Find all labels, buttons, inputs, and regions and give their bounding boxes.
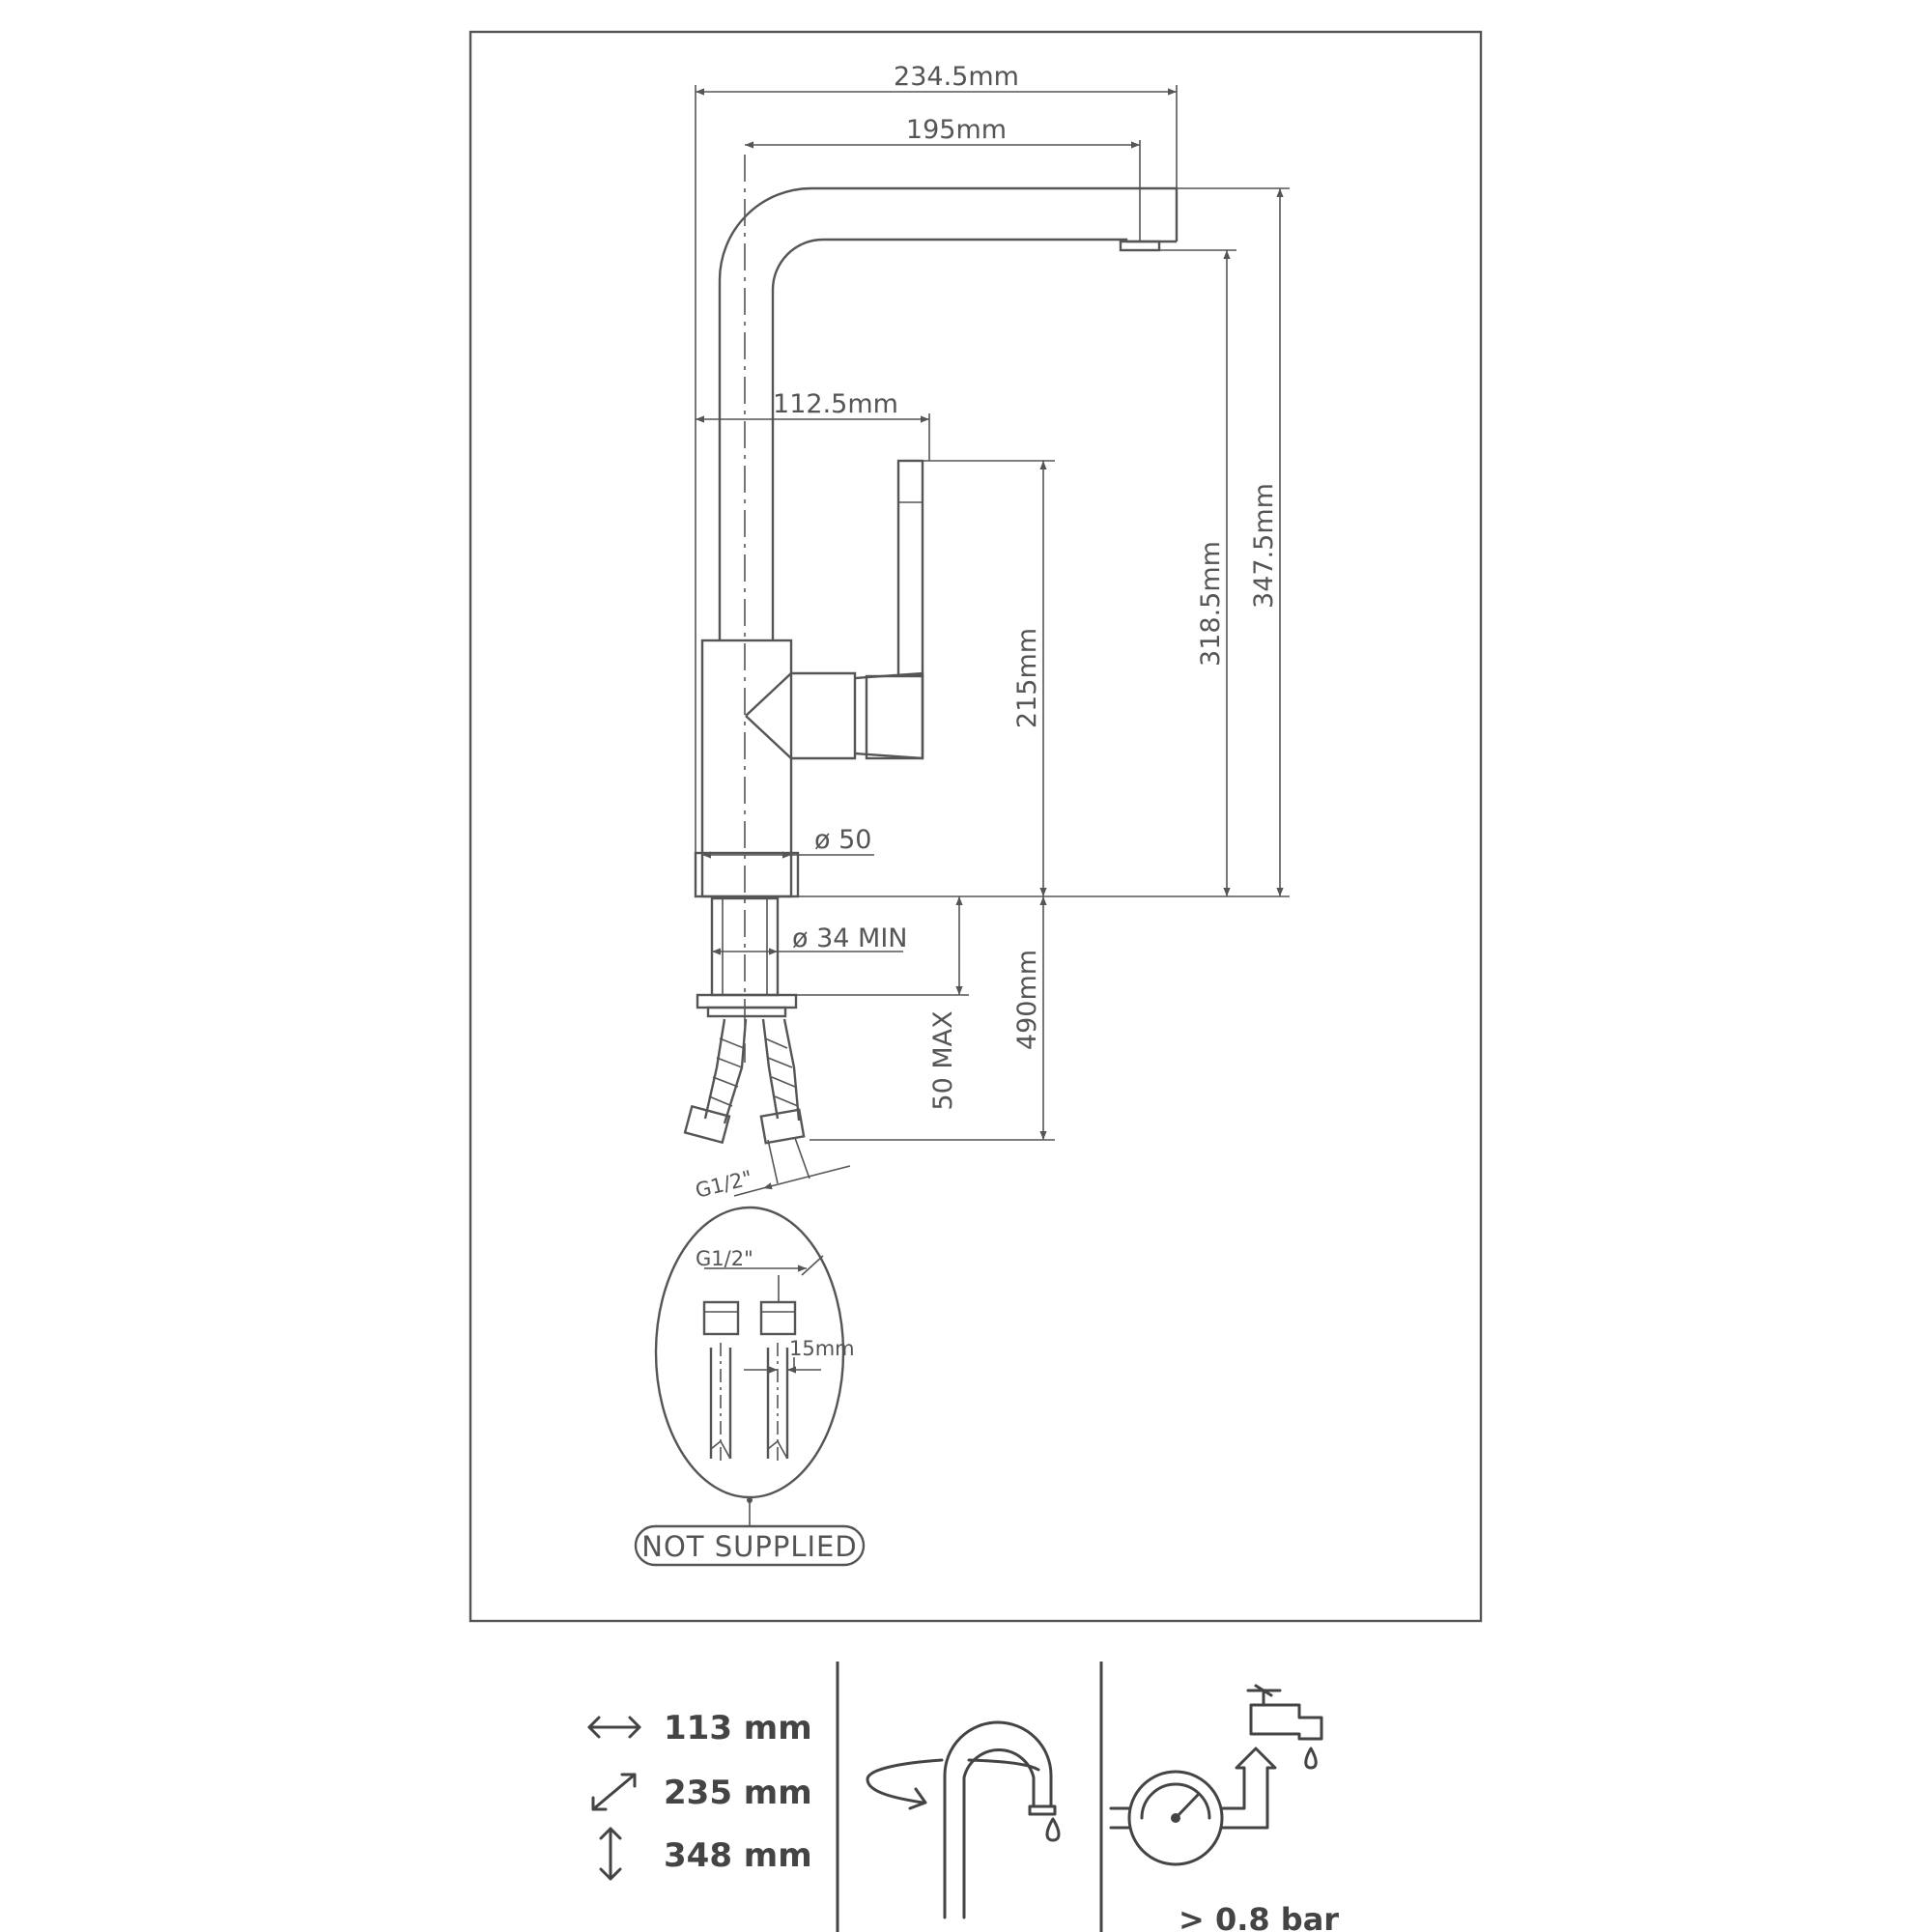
dim-base-diameter: ø 50 [814, 825, 871, 855]
dimension-lines [695, 85, 1290, 1197]
detail-thread-label: G1/2" [696, 1247, 753, 1270]
dim-spout-reach: 195mm [906, 115, 1007, 145]
double-arrow-vertical-icon [599, 1827, 622, 1881]
swivel-spout-icon [866, 1720, 1061, 1919]
dim-hose-length: 490mm [1012, 950, 1042, 1050]
dim-hose-thread: G1/2" [693, 1166, 754, 1203]
spec-height-value: 348 mm [664, 1836, 812, 1875]
not-supplied-label: NOT SUPPLIED [641, 1530, 857, 1563]
dim-max-counter-thickness: 50 MAX [928, 1010, 958, 1110]
pressure-value: > 0.8 bar [1179, 1901, 1339, 1932]
drawing-frame [469, 30, 1483, 1623]
tap-outline [694, 186, 1179, 1018]
double-arrow-diagonal-icon [591, 1773, 637, 1811]
spec-width-value: 113 mm [664, 1709, 812, 1747]
dim-spout-outlet-height: 318.5mm [1196, 541, 1226, 667]
dim-total-height: 347.5mm [1249, 483, 1279, 609]
connection-detail [634, 1206, 866, 1567]
dim-overall-reach: 234.5mm [894, 62, 1019, 92]
dim-lever-height: 215mm [1012, 628, 1042, 728]
detail-pipe-distance: 15mm [789, 1337, 855, 1360]
dim-hole-diameter: ø 34 MIN [792, 923, 908, 953]
double-arrow-horizontal-icon [587, 1716, 641, 1739]
pressure-gauge-icon [1109, 1684, 1323, 1866]
spec-reach-value: 235 mm [664, 1774, 812, 1812]
flexible-hoses [683, 1018, 810, 1184]
dim-lever-offset: 112.5mm [773, 389, 898, 419]
